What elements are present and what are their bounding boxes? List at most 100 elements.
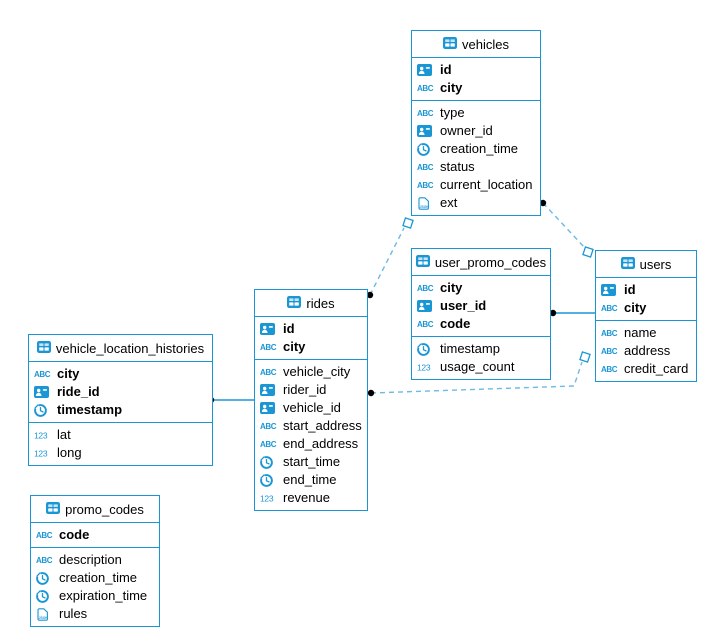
table-header[interactable]: vehicles bbox=[412, 31, 540, 58]
timestamp-icon bbox=[260, 455, 279, 469]
svg-text:ABC: ABC bbox=[417, 84, 434, 93]
svg-text:ABC: ABC bbox=[260, 343, 277, 352]
svg-text:ABC: ABC bbox=[417, 181, 434, 190]
field-row[interactable]: ride_id bbox=[29, 383, 212, 401]
table-name: promo_codes bbox=[65, 501, 144, 517]
field-name: id bbox=[624, 282, 636, 297]
uuid-icon bbox=[417, 125, 436, 137]
field-name: timestamp bbox=[440, 341, 500, 356]
uuid-icon bbox=[34, 386, 53, 398]
timestamp-icon bbox=[417, 142, 436, 156]
field-row[interactable]: timestamp bbox=[412, 340, 550, 358]
field-name: ext bbox=[440, 195, 458, 210]
field-name: owner_id bbox=[440, 123, 493, 138]
svg-text:ABC: ABC bbox=[260, 440, 277, 449]
string-icon: ABC bbox=[601, 364, 620, 374]
field-row[interactable]: JSON ext bbox=[412, 194, 540, 212]
relationship-dot-marker bbox=[366, 291, 374, 299]
table-name: rides bbox=[306, 295, 335, 311]
string-icon: ABC bbox=[34, 369, 53, 379]
field-name: creation_time bbox=[440, 141, 519, 156]
number-icon: 123 bbox=[417, 362, 436, 372]
svg-text:123: 123 bbox=[417, 362, 431, 372]
field-name: description bbox=[59, 552, 122, 567]
field-name: timestamp bbox=[57, 402, 123, 417]
field-row[interactable]: id bbox=[255, 320, 367, 338]
svg-text:JSON: JSON bbox=[420, 204, 430, 208]
field-row[interactable]: end_time bbox=[255, 471, 367, 489]
relationship-dot-marker bbox=[367, 389, 375, 397]
number-icon: 123 bbox=[260, 493, 279, 503]
svg-text:ABC: ABC bbox=[417, 320, 434, 329]
field-row[interactable]: rider_id bbox=[255, 381, 367, 399]
svg-text:123: 123 bbox=[260, 493, 274, 503]
relationship-dot-marker bbox=[539, 199, 547, 207]
field-name: ride_id bbox=[57, 384, 100, 399]
field-row[interactable]: creation_time bbox=[31, 569, 159, 587]
uuid-icon bbox=[417, 300, 436, 312]
field-row[interactable]: ABC credit_card bbox=[596, 360, 696, 378]
string-icon: ABC bbox=[417, 83, 436, 93]
string-icon: ABC bbox=[417, 162, 436, 172]
field-row[interactable]: user_id bbox=[412, 297, 550, 315]
timestamp-icon bbox=[34, 403, 53, 417]
svg-text:ABC: ABC bbox=[260, 422, 277, 431]
field-row[interactable]: timestamp bbox=[29, 401, 212, 419]
table-header[interactable]: user_promo_codes bbox=[412, 249, 550, 276]
field-row[interactable]: creation_time bbox=[412, 140, 540, 158]
table-header[interactable]: users bbox=[596, 251, 696, 278]
field-row[interactable]: start_time bbox=[255, 453, 367, 471]
relationship-reference-marker bbox=[582, 246, 594, 258]
string-icon: ABC bbox=[601, 328, 620, 338]
table-icon bbox=[287, 295, 302, 311]
table-icon bbox=[36, 340, 51, 356]
table-header[interactable]: vehicle_location_histories bbox=[29, 335, 212, 362]
table-header[interactable]: promo_codes bbox=[31, 496, 159, 523]
field-name: address bbox=[624, 343, 671, 358]
field-name: long bbox=[57, 445, 82, 460]
field-row[interactable]: owner_id bbox=[412, 122, 540, 140]
field-row[interactable]: id bbox=[412, 61, 540, 79]
field-name: id bbox=[283, 321, 295, 336]
uuid-icon bbox=[260, 384, 279, 396]
field-row[interactable]: expiration_time bbox=[31, 587, 159, 605]
table-name: vehicles bbox=[462, 36, 509, 52]
field-row[interactable]: id bbox=[596, 281, 696, 299]
table-icon bbox=[415, 254, 430, 270]
field-row[interactable]: vehicle_id bbox=[255, 399, 367, 417]
field-name: credit_card bbox=[624, 361, 689, 376]
table-header[interactable]: rides bbox=[255, 290, 367, 317]
table-icon bbox=[46, 501, 61, 517]
